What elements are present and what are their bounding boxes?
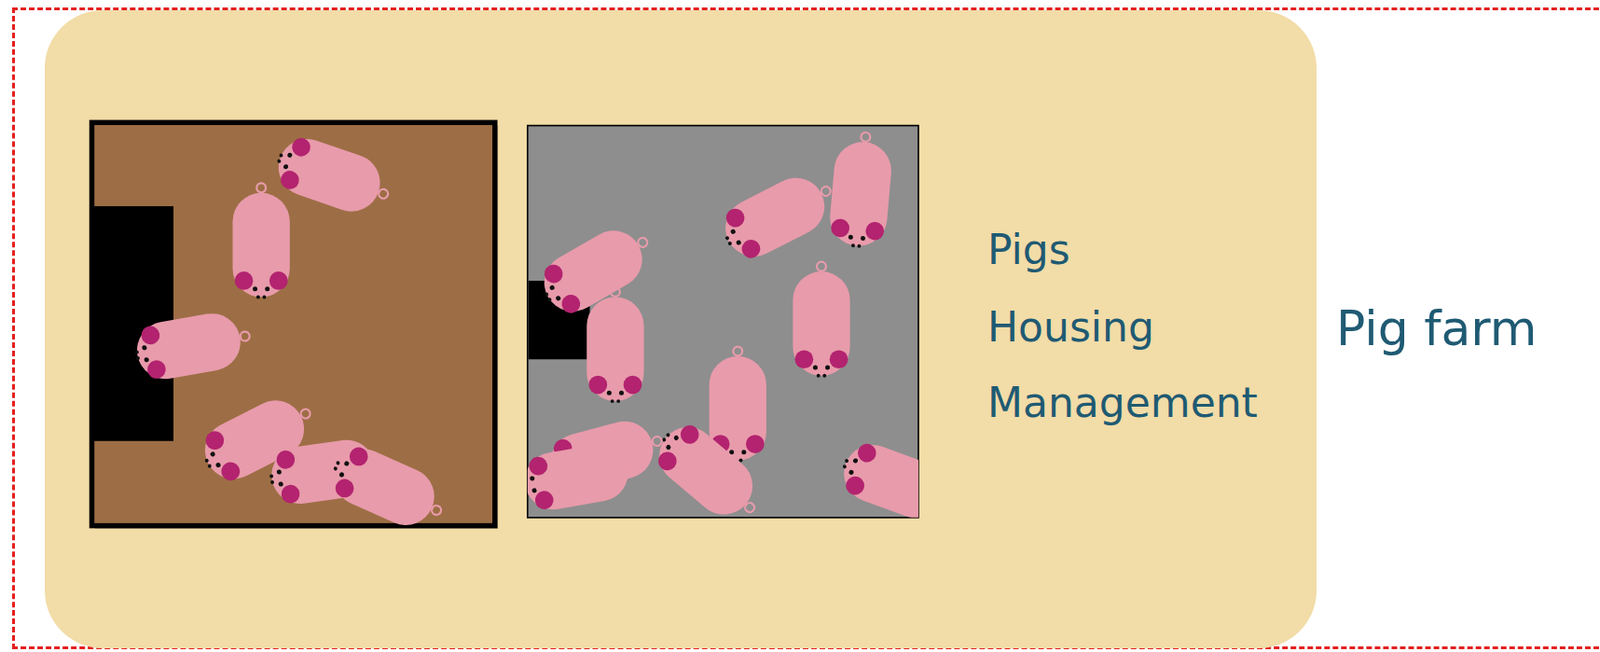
boundary-label: Pig farm [1336,302,1538,356]
component-label: Housing [987,304,1155,350]
component-label: Pigs [987,227,1071,273]
component-label: Management [987,380,1258,426]
component-panel: PigsHousingManagement [44,10,1317,649]
system-boundary: Pig farm PigsHousingManagement [12,7,1600,649]
